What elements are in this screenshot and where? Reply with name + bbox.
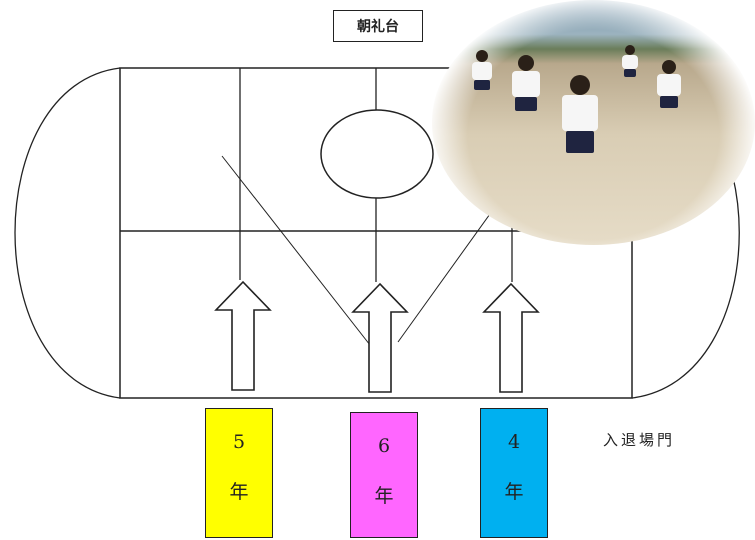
arrow-up-5	[214, 280, 272, 391]
grade-suffix: 年	[374, 485, 394, 507]
grade-5-box: 5 年	[205, 408, 273, 538]
grade-suffix: 年	[229, 481, 249, 503]
center-circle	[320, 109, 434, 199]
grade-number: 6	[377, 435, 391, 457]
students-exercising-photo	[432, 0, 755, 245]
grade-suffix: 年	[504, 481, 524, 503]
entrance-exit-gate-label: 入退場門	[603, 431, 676, 449]
diagonal-line-left	[221, 155, 371, 346]
grade-number: 4	[507, 431, 521, 453]
grade-4-box: 4 年	[480, 408, 548, 538]
arrow-up-4	[482, 282, 540, 393]
arrow-up-6	[351, 282, 409, 393]
grade-6-box: 6 年	[350, 412, 418, 538]
track-left-curve	[14, 67, 121, 399]
morning-assembly-stand: 朝礼台	[333, 10, 423, 42]
grade-number: 5	[232, 431, 246, 453]
